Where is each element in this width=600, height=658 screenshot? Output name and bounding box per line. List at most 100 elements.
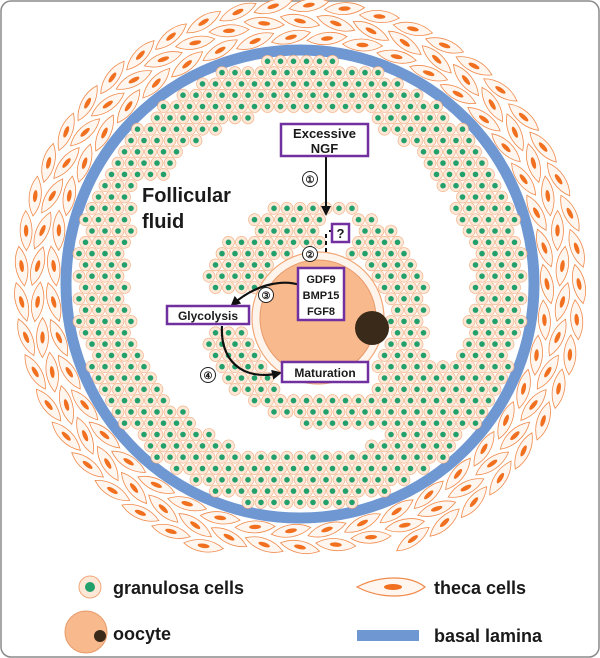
granulosa-cell <box>241 382 255 396</box>
granulosa-cell <box>436 360 450 374</box>
theca-cell <box>88 421 121 449</box>
theca-cell <box>288 0 330 12</box>
granulosa-cell <box>371 269 385 283</box>
granulosa-cell <box>371 224 385 238</box>
granulosa-cell <box>241 496 255 509</box>
theca-cell <box>183 539 225 553</box>
granulosa-cell <box>475 360 489 374</box>
granulosa-cell <box>384 405 398 419</box>
granulosa-cell <box>482 303 495 317</box>
granulosa-cell <box>456 168 469 181</box>
theca-cell <box>62 175 77 217</box>
granulosa-cell <box>92 258 105 272</box>
granulosa-cell <box>131 416 144 430</box>
granulosa-cell <box>378 349 391 362</box>
granulosa-cell <box>384 292 398 306</box>
granulosa-cell <box>371 111 385 125</box>
granulosa-cell <box>111 156 125 170</box>
granulosa-cell <box>397 337 411 351</box>
granulosa-cell <box>326 462 339 475</box>
granulosa-cell <box>391 77 404 91</box>
granulosa-cell <box>235 236 248 249</box>
theca-cell <box>41 142 56 184</box>
granulosa-cell <box>456 122 469 136</box>
granulosa-cell <box>443 145 456 159</box>
granulosa-cell <box>436 134 450 147</box>
theca-cell <box>384 518 426 533</box>
granulosa-cell <box>176 405 190 419</box>
granulosa-cell <box>300 416 313 430</box>
granulosa-cell <box>313 462 326 475</box>
theca-cell <box>46 282 62 322</box>
theca-cell <box>19 209 33 252</box>
granulosa-cell <box>404 303 417 317</box>
granulosa-cell <box>410 269 424 283</box>
granulosa-cell <box>501 224 515 238</box>
granulosa-cell <box>248 394 261 407</box>
theca-cell <box>148 494 179 523</box>
granulosa-cell <box>248 484 261 498</box>
granulosa-cell <box>495 236 508 249</box>
granulosa-cell <box>332 405 346 419</box>
granulosa-cell <box>482 258 495 272</box>
granulosa-cell <box>339 394 352 407</box>
granulosa-cell <box>391 326 404 340</box>
granulosa-cell <box>469 213 482 226</box>
granulosa-cell <box>378 484 391 498</box>
granulosa-cell <box>417 122 430 136</box>
granulosa-cell <box>410 405 424 419</box>
granulosa-cell <box>423 156 437 170</box>
theca-cell <box>51 421 81 451</box>
legend-basal-swatch <box>357 630 419 641</box>
granulosa-cell <box>170 462 183 475</box>
granulosa-cell <box>378 394 391 407</box>
granulosa-cell <box>410 88 424 102</box>
theca-cell <box>429 508 460 537</box>
granulosa-cell <box>163 405 177 419</box>
granulosa-cell <box>111 269 125 283</box>
granulosa-cell <box>72 247 86 260</box>
granulosa-cell <box>189 428 203 441</box>
theca-cell-layer <box>14 0 586 554</box>
granulosa-cell <box>118 371 131 385</box>
legend-oocyte-swatch <box>64 610 108 654</box>
granulosa-cell <box>508 213 521 226</box>
excessive-ngf-box <box>279 122 370 158</box>
granulosa-cell <box>228 88 242 102</box>
theca-cell <box>244 536 284 553</box>
granulosa-cell <box>222 100 235 113</box>
granulosa-cell <box>449 360 463 374</box>
granulosa-cell <box>404 281 417 294</box>
theca-cell <box>538 299 551 341</box>
granulosa-cell <box>261 484 274 498</box>
granulosa-cell <box>488 337 502 351</box>
granulosa-cell <box>469 371 482 385</box>
oocyte-nucleus <box>355 311 389 345</box>
granulosa-cell <box>482 349 495 362</box>
granulosa-cell <box>209 258 222 272</box>
granulosa-cell <box>313 213 326 226</box>
granulosa-cell <box>430 439 443 453</box>
follicular-label: Follicular <box>142 185 231 207</box>
granulosa-cell <box>345 247 359 260</box>
granulosa-cell <box>228 473 242 487</box>
granulosa-cell <box>495 349 508 362</box>
granulosa-cell <box>261 462 274 475</box>
granulosa-cell <box>274 100 287 113</box>
granulosa-cell <box>423 428 437 441</box>
granulosa-cell <box>202 88 216 102</box>
granulosa-cell <box>222 236 235 249</box>
granulosa-cell <box>150 405 164 419</box>
granulosa-cell <box>111 247 125 260</box>
granulosa-cell <box>378 236 391 249</box>
granulosa-cell <box>131 145 144 159</box>
theca-cell <box>121 504 160 522</box>
granulosa-cell <box>215 360 229 374</box>
granulosa-cell <box>456 190 469 204</box>
theca-cell <box>514 432 533 470</box>
granulosa-cell <box>352 416 365 430</box>
granulosa-cell <box>209 484 222 498</box>
granulosa-cell <box>241 66 255 79</box>
granulosa-cell <box>118 349 131 362</box>
step-2-circle <box>302 246 318 262</box>
